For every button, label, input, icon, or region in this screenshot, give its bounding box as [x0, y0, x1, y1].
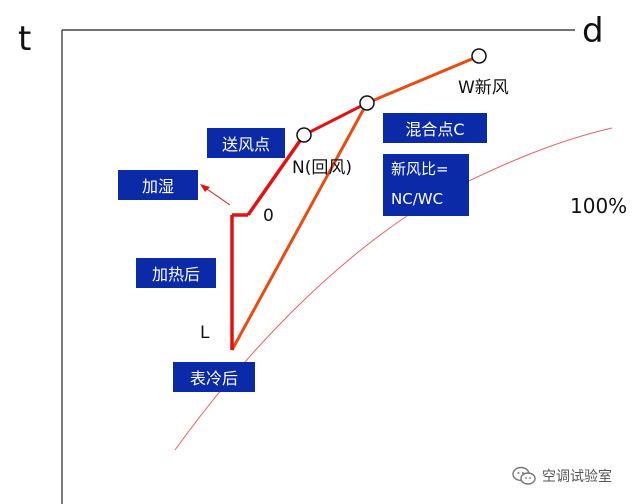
after-cooling-box: 表冷后 — [173, 362, 255, 392]
point-l-label: L — [200, 323, 210, 343]
mix-point-box: 混合点C — [383, 113, 487, 143]
line-o-to-supply — [246, 133, 306, 217]
point-o-label: 0 — [263, 206, 274, 226]
fresh-air-label: W新风 — [458, 78, 509, 98]
watermark: 空调试验室 — [512, 466, 612, 486]
humidify-box: 加湿 — [118, 170, 198, 200]
fresh-air-ratio-line1: 新风比= — [391, 160, 449, 178]
line-w-to-c — [366, 54, 480, 105]
watermark-text: 空调试验室 — [542, 469, 612, 485]
line-n-to-c — [303, 101, 368, 137]
return-air-label: N(回风) — [292, 158, 352, 178]
saturation-percent-label: 100% — [570, 194, 628, 218]
supply-air-box: 送风点 — [207, 128, 285, 158]
after-heating-box: 加热后 — [136, 258, 216, 288]
t-axis-label: t — [18, 19, 32, 59]
wechat-icon — [512, 466, 536, 485]
fresh-air-ratio-line2: NC/WC — [391, 190, 444, 208]
point-w-circle — [471, 48, 487, 64]
fresh-air-ratio-box: 新风比= NC/WC — [383, 154, 469, 216]
humidify-pointer-line — [203, 186, 231, 206]
point-c-circle — [359, 95, 375, 111]
d-axis-label: d — [582, 11, 604, 51]
humidify-pointer-arrowhead — [200, 184, 210, 192]
point-n-circle — [296, 127, 312, 143]
line-c-to-l — [230, 102, 369, 351]
